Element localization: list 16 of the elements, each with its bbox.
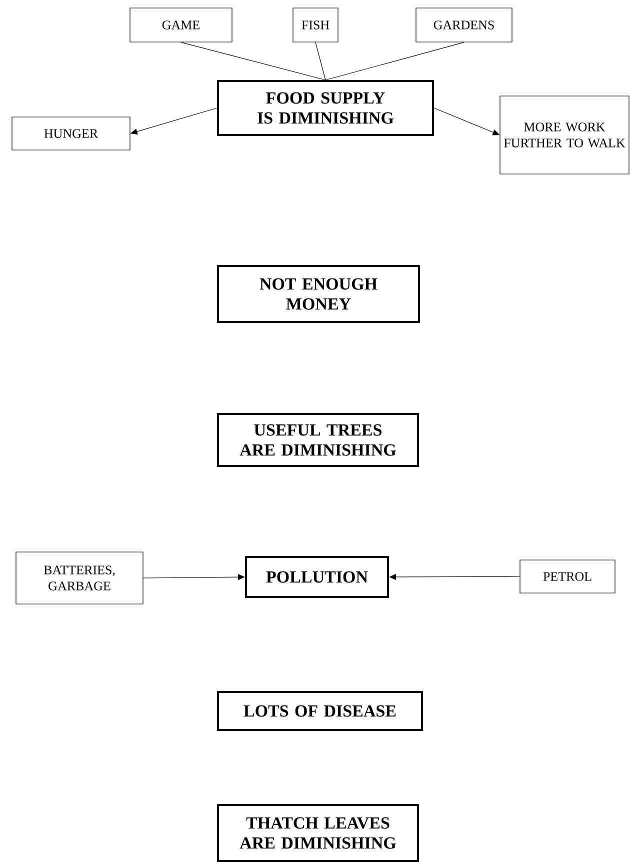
connector-line	[180, 42, 326, 80]
statement-box: NOT ENOUGH MONEY	[217, 265, 420, 323]
statement-box: FOOD SUPPLY IS DIMINISHING	[217, 80, 434, 136]
label-box: GAME	[130, 8, 232, 42]
connector-line	[315, 42, 326, 80]
statement-box: THATCH LEAVES ARE DIMINISHING	[217, 804, 419, 862]
label-box: MORE WORK FURTHER TO WALK	[500, 96, 630, 174]
statement-box: POLLUTION	[245, 556, 389, 598]
label-box: PETROL	[520, 560, 616, 594]
statement-box: USEFUL TREES ARE DIMINISHING	[217, 413, 419, 467]
label-box: FISH	[292, 8, 338, 42]
statement-box: LOTS OF DISEASE	[217, 691, 423, 731]
label-box: BATTERIES, GARBAGE	[16, 552, 144, 604]
connector-line	[325, 42, 464, 80]
label-box: GARDENS	[416, 8, 512, 42]
label-box: HUNGER	[12, 116, 130, 150]
